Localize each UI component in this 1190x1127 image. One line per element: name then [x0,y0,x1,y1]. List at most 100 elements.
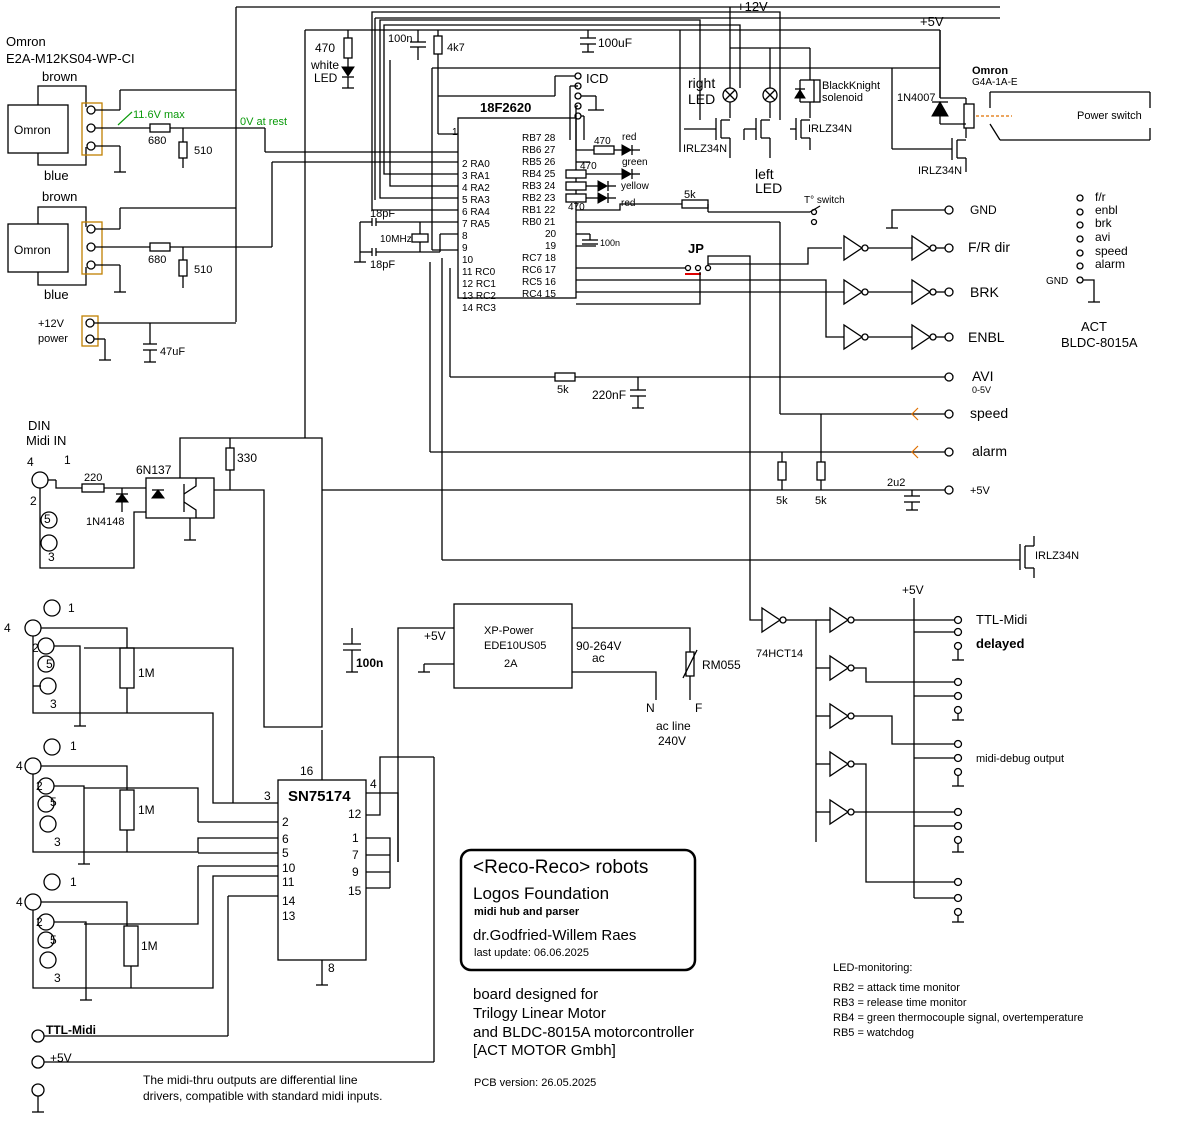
rest-voltage-note: 0V at rest [240,116,287,128]
buffer-ic-label: 74HCT14 [756,648,803,660]
mcu-pin-19: 19 [545,241,557,252]
mcu-left-bus [371,11,781,211]
thru1-pin-1: 1 [68,601,75,615]
mcu-pin-16: RC5 16 [522,277,556,288]
driver-pin-12: 12 [348,807,362,821]
act-pin-avi: avi [1095,230,1110,244]
driver-pin-2: 2 [282,815,289,829]
mcu-pin-28: RB7 28 [522,133,556,144]
thru2-pin-3: 3 [54,835,61,849]
sensor-brand: Omron [6,34,46,49]
mcu-pin20-cap: 100n [600,238,620,248]
mcu-pin-17: RC6 17 [522,265,556,276]
mcu-pin-7: 7 RA5 [462,219,490,230]
midi-in-din-label: DIN [28,418,50,433]
psu-5v: +5V [424,629,446,643]
output-drivers [684,30,1151,172]
thru3-resistor: 1M [141,939,158,953]
mcu-left-pin-labels: 1 2 RA0 3 RA1 4 RA2 5 RA3 6 RA4 7 RA5 8 … [452,127,496,314]
sensor-1: Omron [7,85,458,173]
thru-note-1: The midi-thru outputs are differential l… [143,1073,358,1087]
thru-note-2: drivers, compatible with standard midi i… [143,1089,382,1103]
title-line-2: Logos Foundation [473,884,609,903]
driver-pin-5: 5 [282,846,289,860]
driver-pin-9: 9 [352,865,359,879]
driver-pin-10: 10 [282,861,296,875]
sensor-1-label: Omron [14,123,51,137]
right-led-mosfet: IRLZ34N [683,143,727,155]
midi-in-pin-5: 5 [44,512,51,526]
sensor-model: E2A-M12KS04-WP-CI [6,51,135,66]
thru3-pin-4: 4 [16,895,23,909]
signal-speed-label: speed [970,405,1008,421]
varistor-label: RM055 [702,658,741,672]
mcu-pin-25: RB4 25 [522,169,556,180]
mcu-pin-13: 13 RC2 [462,291,496,302]
line-driver-pins: 16 3 4 2 6 5 10 11 14 13 1 7 9 15 12 8 [264,764,377,975]
driver-pin-3: 3 [264,789,271,803]
mcu-pin-6: 6 RA4 [462,207,490,218]
thru3-pin-2: 2 [36,915,43,929]
midi-in-pin-1: 1 [64,453,71,467]
midi-in-pin-3: 3 [48,550,55,564]
crystal-cap-1: 18pF [370,208,395,220]
act-pin-speed: speed [1095,244,1128,258]
led-monitoring-rb2: RB2 = attack time monitor [833,982,960,994]
solenoid-mosfet: IRLZ34N [808,123,852,135]
ac-line-2: 240V [658,734,686,748]
mcu-name: 18F2620 [480,100,531,115]
psu-name-1: XP-Power [484,625,534,637]
thru2-resistor: 1M [138,803,155,817]
mcu-pin-26: RB5 26 [522,157,556,168]
relay-brand: Omron [972,65,1008,77]
mcu-pin-20: 20 [545,229,557,240]
power-supply [418,603,698,700]
ac-line-1: ac line [656,719,691,733]
signal-fr-label: F/R dir [968,239,1010,255]
thru1-pin-3: 3 [50,697,57,711]
left-led-label-1: left [755,166,774,182]
driver-pin-1: 1 [352,831,359,845]
relay-model: G4A-1A-E [972,77,1018,88]
mcu-pin-9: 9 [462,243,468,254]
mcu-pin-22: RB1 22 [522,205,556,216]
buffer-ttl-midi-label: TTL-Midi [976,612,1027,627]
jumper-label: JP [688,241,704,256]
white-led-label-2: LED [314,71,338,85]
midi-thru-connector-3 [24,873,278,1001]
white-led-label-1: white [310,58,339,72]
crystal-frequency: 10MHz [380,234,412,245]
act-pin-gnd: GND [1046,276,1068,287]
midi-in-pin-4: 4 [27,455,34,469]
board-note-2: Trilogy Linear Motor [473,1005,606,1022]
buffer-delayed-label: delayed [976,636,1024,651]
thru3-pin-5: 5 [50,933,57,947]
act-connector [1076,194,1100,303]
signal-5v-label: +5V [970,485,991,497]
sensor-2-brown-label: brown [42,189,77,204]
ttl-midi-label: TTL-Midi [46,1023,96,1037]
thru1-pin-5: 5 [46,657,53,671]
mcu-pin-23: RB2 23 [522,193,556,204]
buffer-5v-label: +5V [902,583,924,597]
optocoupler-label: 6N137 [136,463,172,477]
driver-decoupling [343,628,361,673]
solenoid-label-1: BlackKnight [822,80,880,92]
ac-neutral: N [646,701,655,715]
driver-pin-16: 16 [300,764,314,778]
relay-diode: 1N4007 [897,92,936,104]
mcu-pin-2: 2 RA0 [462,159,490,170]
driver-pin-4: 4 [370,777,377,791]
mcu-pin-3: 3 RA1 [462,171,490,182]
act-pin-fr: f/r [1095,190,1106,204]
thru1-resistor: 1M [138,666,155,680]
psu-name-2: EDE10US05 [484,640,546,652]
mcu-pin-24: RB3 24 [522,181,556,192]
sensor-2: Omron [7,161,458,293]
pcb-version: PCB version: 26.05.2025 [474,1077,596,1089]
avi-resistor: 5k [557,384,569,396]
power-input-cap-label: 47uF [160,346,185,358]
opto-pullup-resistor: 330 [237,451,257,465]
thru1-pin-4: 4 [4,621,11,635]
mcu-pin-18: RC7 18 [522,253,556,264]
